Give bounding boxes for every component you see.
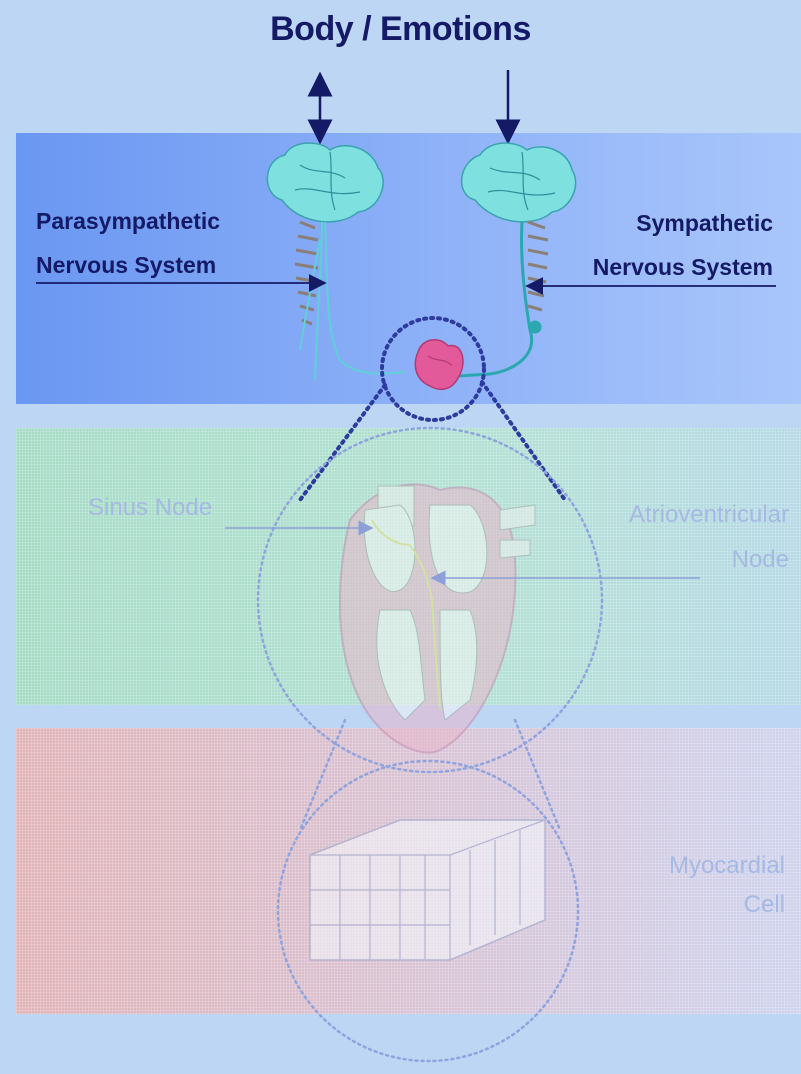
myocardial-label-line2: Cell — [744, 890, 785, 920]
spine-icon — [528, 222, 548, 310]
page-title: Body / Emotions — [0, 10, 801, 49]
zoom-connector-left — [300, 385, 385, 500]
av-node-label-line2: Node — [732, 545, 789, 575]
brain-icon — [267, 143, 383, 222]
myocardial-cell-icon — [310, 820, 545, 960]
sympathetic-label-line1: Sympathetic — [636, 208, 773, 238]
sinus-node-label: Sinus Node — [88, 493, 212, 523]
parasympathetic-label-line1: Parasympathetic — [36, 206, 220, 236]
parasympathetic-nerve — [300, 222, 405, 380]
brain-icon — [462, 143, 576, 222]
parasympathetic-label-line2: Nervous System — [36, 250, 216, 280]
zoom-connector-right-2 — [515, 720, 560, 830]
sympathetic-label-line2: Nervous System — [593, 252, 773, 282]
av-node-label-line1: Atrioventricular — [629, 500, 789, 530]
sympathetic-nerve — [458, 222, 540, 376]
heart-anatomy-icon — [340, 484, 535, 752]
myocardial-label-line1: Myocardial — [669, 851, 785, 881]
zoom-connector-left-2 — [300, 720, 345, 830]
heart-icon — [415, 340, 463, 390]
